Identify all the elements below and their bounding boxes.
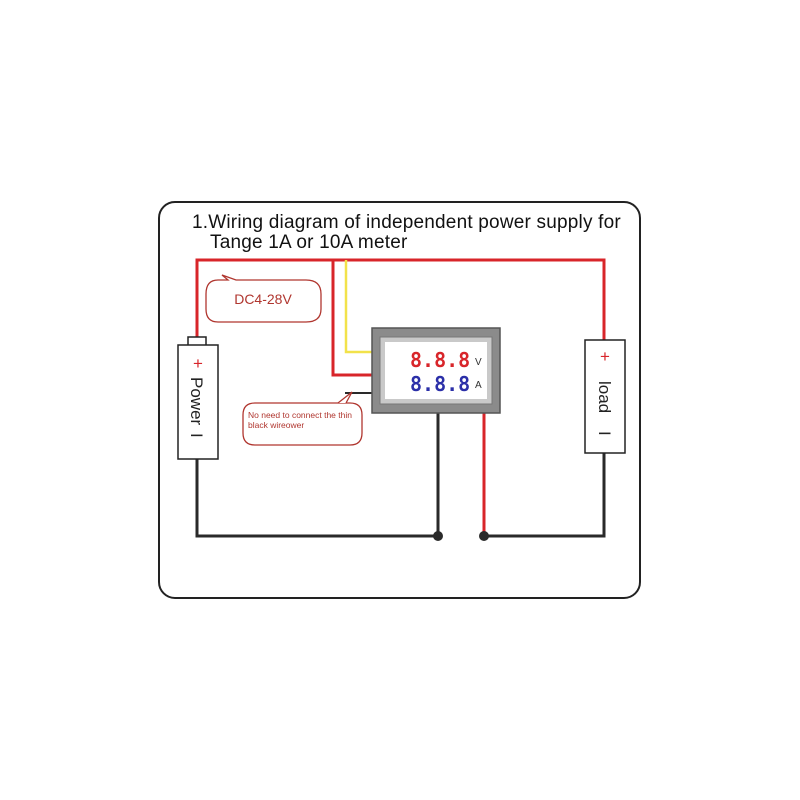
voltage-callout-bubble (205, 274, 322, 323)
power-plus-sign: + (193, 354, 203, 373)
voltage-callout: DC4-28V (205, 274, 322, 323)
power-battery: + Power I (177, 336, 219, 460)
note-callout-text: No need to connect the thin black wireow… (248, 410, 352, 430)
note-callout: No need to connect the thin black wireow… (242, 391, 363, 446)
panel-meter: 8.8.8 V 8.8.8 A (371, 327, 501, 414)
diagram-frame (158, 201, 641, 599)
meter-voltage-unit: V (475, 357, 482, 368)
power-minus-sign: I (187, 433, 206, 438)
yellow-wire (344, 260, 372, 354)
red-wire-top-bus (195, 258, 606, 345)
voltage-callout-text: DC4-28V (234, 291, 292, 307)
meter-display (385, 342, 487, 399)
junction-dot-red (479, 531, 489, 541)
diagram-title-line-2: Tange 1A or 10A meter (210, 232, 408, 253)
diagram-title-line-1: 1.Wiring diagram of independent power su… (192, 212, 621, 233)
meter-current-digits: 8.8.8 (410, 372, 470, 396)
red-wires (195, 258, 606, 536)
black-wire-load-minus (484, 453, 606, 538)
black-wire-power-minus (195, 459, 438, 538)
note-callout-bubble (242, 402, 363, 446)
black-wires (195, 392, 606, 538)
load-label: load (595, 381, 614, 413)
note-callout-text-box: No need to connect the thin black wireow… (248, 410, 352, 430)
load-box: + load I (584, 339, 626, 454)
meter-voltage-digits: 8.8.8 (410, 348, 470, 372)
meter-current-unit: A (475, 380, 482, 391)
power-label: Power (187, 377, 206, 426)
load-body (584, 339, 626, 454)
note-callout-pointer (337, 391, 353, 404)
junction-dot-black (433, 531, 443, 541)
load-minus-sign: I (595, 431, 614, 436)
power-body (177, 344, 219, 460)
red-wire-meter-thin (331, 260, 372, 377)
load-plus-sign: + (600, 347, 610, 366)
